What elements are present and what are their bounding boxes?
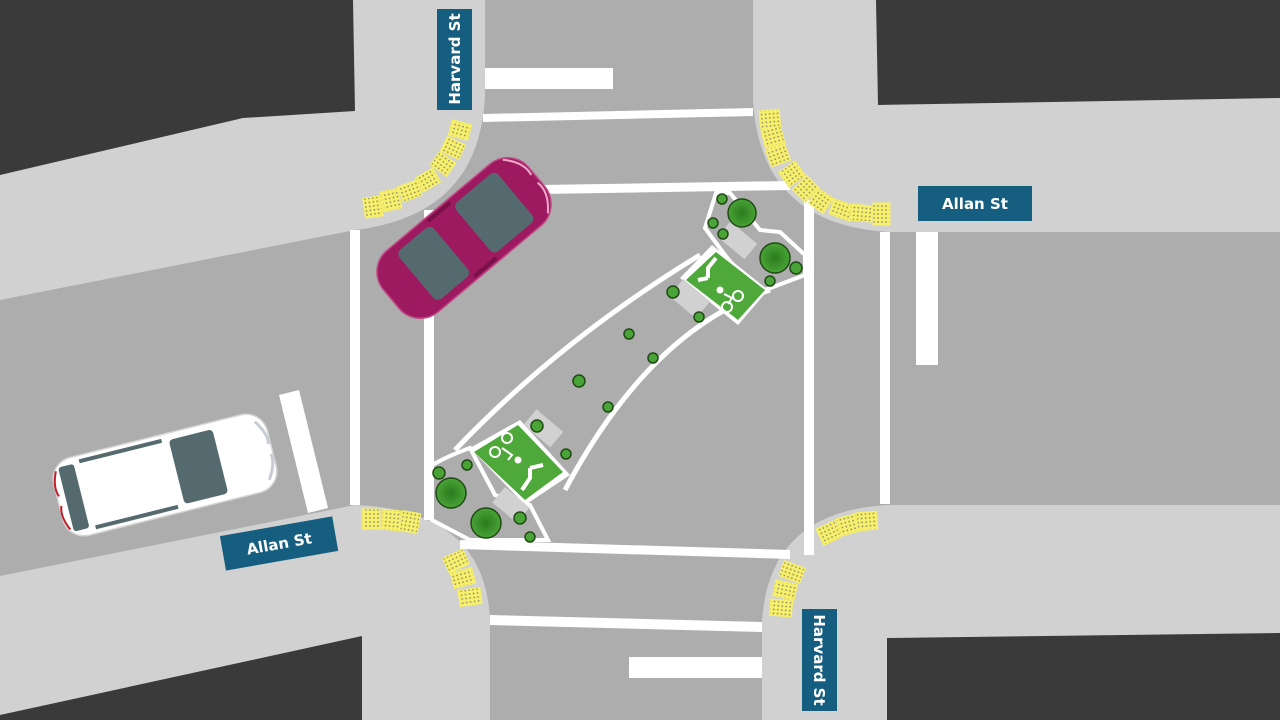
street-sign-harvard-south: Harvard St	[802, 609, 837, 711]
shrub-icon	[707, 217, 719, 229]
shrub-icon	[716, 193, 728, 205]
shrub-icon	[513, 511, 527, 525]
crosswalk-line-north-2	[540, 181, 790, 194]
shrub-icon	[717, 228, 729, 240]
street-name-label: Harvard St	[810, 614, 828, 705]
shrub-icon	[764, 275, 776, 287]
tree-icon	[727, 198, 757, 228]
sidewalk-southwest	[0, 505, 490, 720]
stop-bar-north	[485, 68, 613, 89]
shrub-icon	[693, 311, 705, 323]
stop-bar-south	[629, 657, 762, 678]
tree-icon	[470, 507, 502, 539]
crosswalk-line-south-2	[490, 615, 762, 632]
building-northeast	[876, 0, 1280, 105]
street-sign-harvard-north: Harvard St	[437, 9, 472, 110]
shrub-icon	[432, 466, 446, 480]
building-southeast	[887, 633, 1280, 720]
bicycle-icon	[489, 432, 522, 464]
street-sign-allan-east: Allan St	[918, 186, 1032, 221]
diagonal-diverter	[430, 191, 807, 543]
split-arrow-icon	[697, 256, 718, 282]
magenta-car	[376, 156, 552, 320]
crosswalk-line-east-1	[804, 200, 814, 555]
shrub-icon	[572, 374, 586, 388]
street-sign-allan-west: Allan St	[219, 516, 339, 571]
crosswalk-line-west-2	[424, 210, 434, 520]
split-arrow-icon	[520, 463, 544, 492]
car-windshield	[169, 430, 228, 504]
shrub-icon	[789, 261, 803, 275]
stop-bar-east	[916, 232, 938, 365]
crosswalk-line-east-2	[880, 232, 890, 504]
crosswalk-line-south-1	[460, 540, 790, 559]
tree-icon	[759, 242, 791, 274]
shrub-icon	[666, 285, 680, 299]
shrub-icon	[602, 401, 614, 413]
street-name-label: Allan St	[942, 195, 1008, 213]
plantings	[432, 193, 803, 543]
building-northwest	[0, 0, 355, 175]
shrub-icon	[560, 448, 572, 460]
street-name-label: Harvard St	[446, 13, 464, 104]
crosswalk-line-north-1	[483, 108, 753, 122]
tactile-paving	[361, 108, 891, 618]
tree-icon	[435, 477, 467, 509]
white-van	[52, 413, 278, 537]
shrub-icon	[461, 459, 473, 471]
crosswalk-line-west-1	[350, 230, 360, 505]
car-rear-window	[398, 226, 470, 300]
shrub-icon	[647, 352, 659, 364]
car-windshield	[455, 172, 534, 253]
car-rear-window	[58, 464, 89, 532]
road-markings	[279, 68, 938, 678]
building-southwest	[0, 636, 362, 720]
bike-box-southwest	[470, 409, 570, 523]
shrub-icon	[530, 419, 544, 433]
bicycle-icon	[716, 286, 744, 313]
stop-bar-west	[279, 390, 328, 513]
shrub-icon	[524, 531, 536, 543]
shrub-icon	[623, 328, 635, 340]
